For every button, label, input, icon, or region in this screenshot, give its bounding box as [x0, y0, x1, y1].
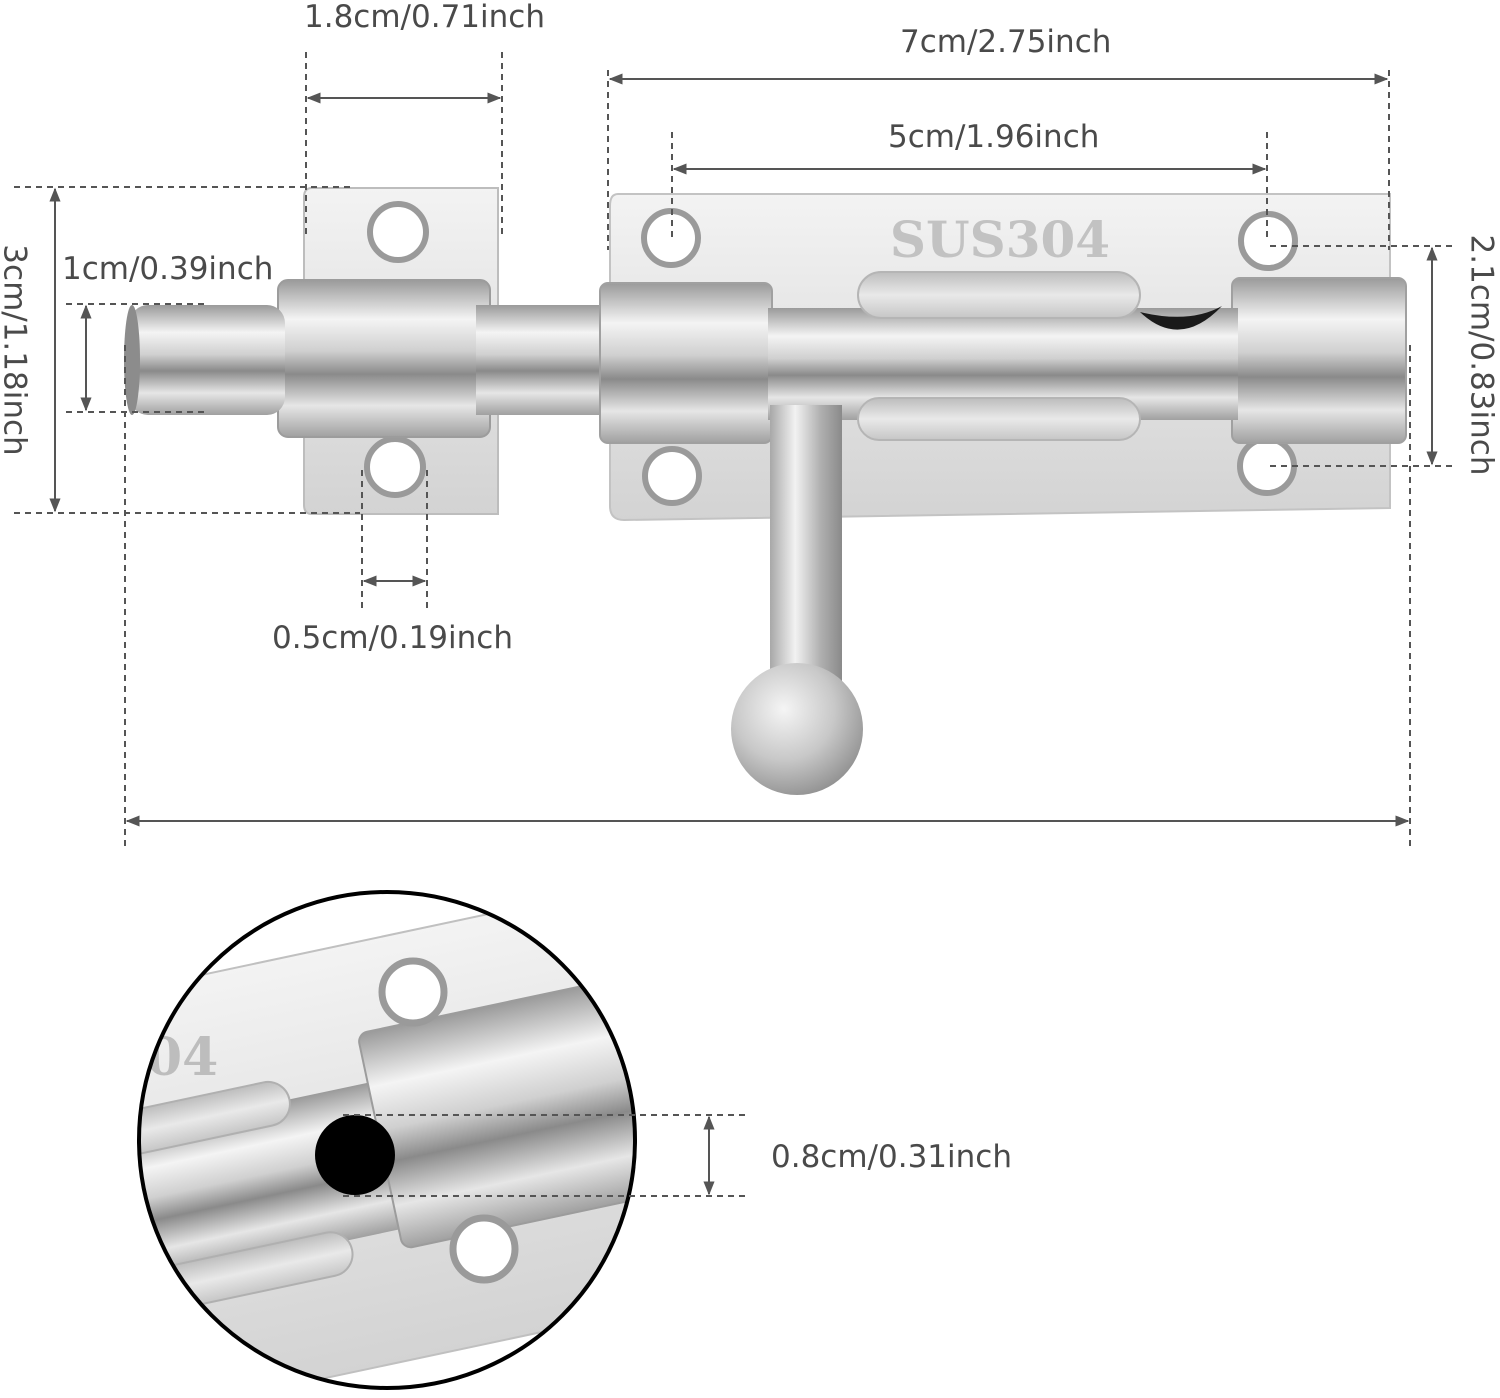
lock-hole-dimension — [343, 1114, 745, 1197]
catch-width-label: 1.8cm/0.71inch — [304, 0, 545, 35]
zoom-detail: 04 — [137, 890, 637, 1390]
lock-hole-label: 0.8cm/0.31inch — [771, 1139, 1012, 1175]
plate-stamp-text: SUS304 — [890, 210, 1110, 269]
hole-diameter-label: 0.5cm/0.19inch — [272, 620, 513, 656]
plate-screw-hole-bottom-left — [642, 446, 702, 506]
zoom-screw-hole-bottom — [449, 1214, 519, 1284]
hole-spacing-label: 5cm/1.96inch — [888, 119, 1100, 155]
keeper-screw-hole-top — [367, 201, 429, 263]
main-plate — [599, 193, 1407, 522]
keeper-catch — [277, 187, 499, 515]
lock-hole — [315, 1115, 395, 1195]
zoom-screw-hole-top — [378, 957, 448, 1027]
plate-screw-hole-top-left — [641, 208, 701, 268]
bolt-diameter-label: 1cm/0.39inch — [62, 251, 274, 287]
bolt-rod — [124, 305, 616, 415]
plate-length-label: 7cm/2.75inch — [900, 24, 1112, 60]
bolt-handle — [731, 405, 863, 795]
keeper-screw-hole-bottom — [364, 436, 426, 498]
dimension-lines — [14, 52, 1455, 848]
catch-height-label: 3cm/1.18inch — [0, 244, 33, 456]
handle-knob — [731, 663, 863, 795]
zoom-stamp-text: 04 — [146, 1027, 218, 1088]
plate-height-label: 2.1cm/0.83inch — [1463, 234, 1500, 476]
